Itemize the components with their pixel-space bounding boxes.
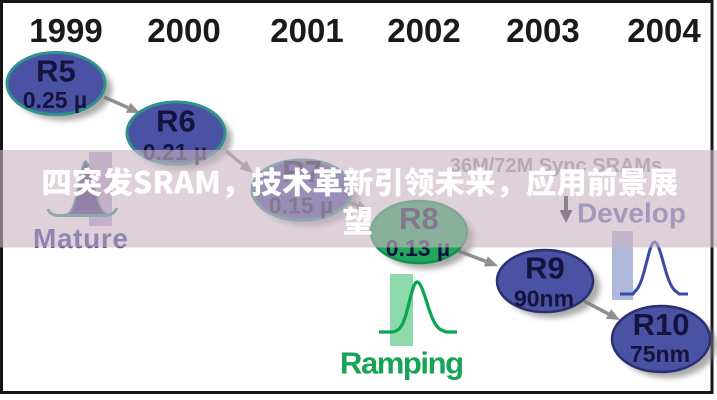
svg-text:0.25 µ: 0.25 µ — [23, 87, 87, 113]
svg-text:90nm: 90nm — [514, 286, 574, 312]
svg-text:R5: R5 — [36, 54, 76, 89]
svg-text:2002: 2002 — [387, 12, 460, 49]
svg-text:R10: R10 — [633, 307, 690, 342]
svg-text:R9: R9 — [525, 251, 565, 286]
svg-text:2003: 2003 — [506, 12, 579, 49]
svg-text:2004: 2004 — [627, 12, 701, 49]
svg-text:1999: 1999 — [29, 12, 102, 49]
svg-text:2000: 2000 — [147, 12, 220, 49]
svg-text:75nm: 75nm — [630, 341, 690, 367]
svg-text:Ramping: Ramping — [340, 346, 464, 381]
svg-text:R6: R6 — [156, 104, 196, 139]
svg-text:2001: 2001 — [270, 12, 343, 49]
